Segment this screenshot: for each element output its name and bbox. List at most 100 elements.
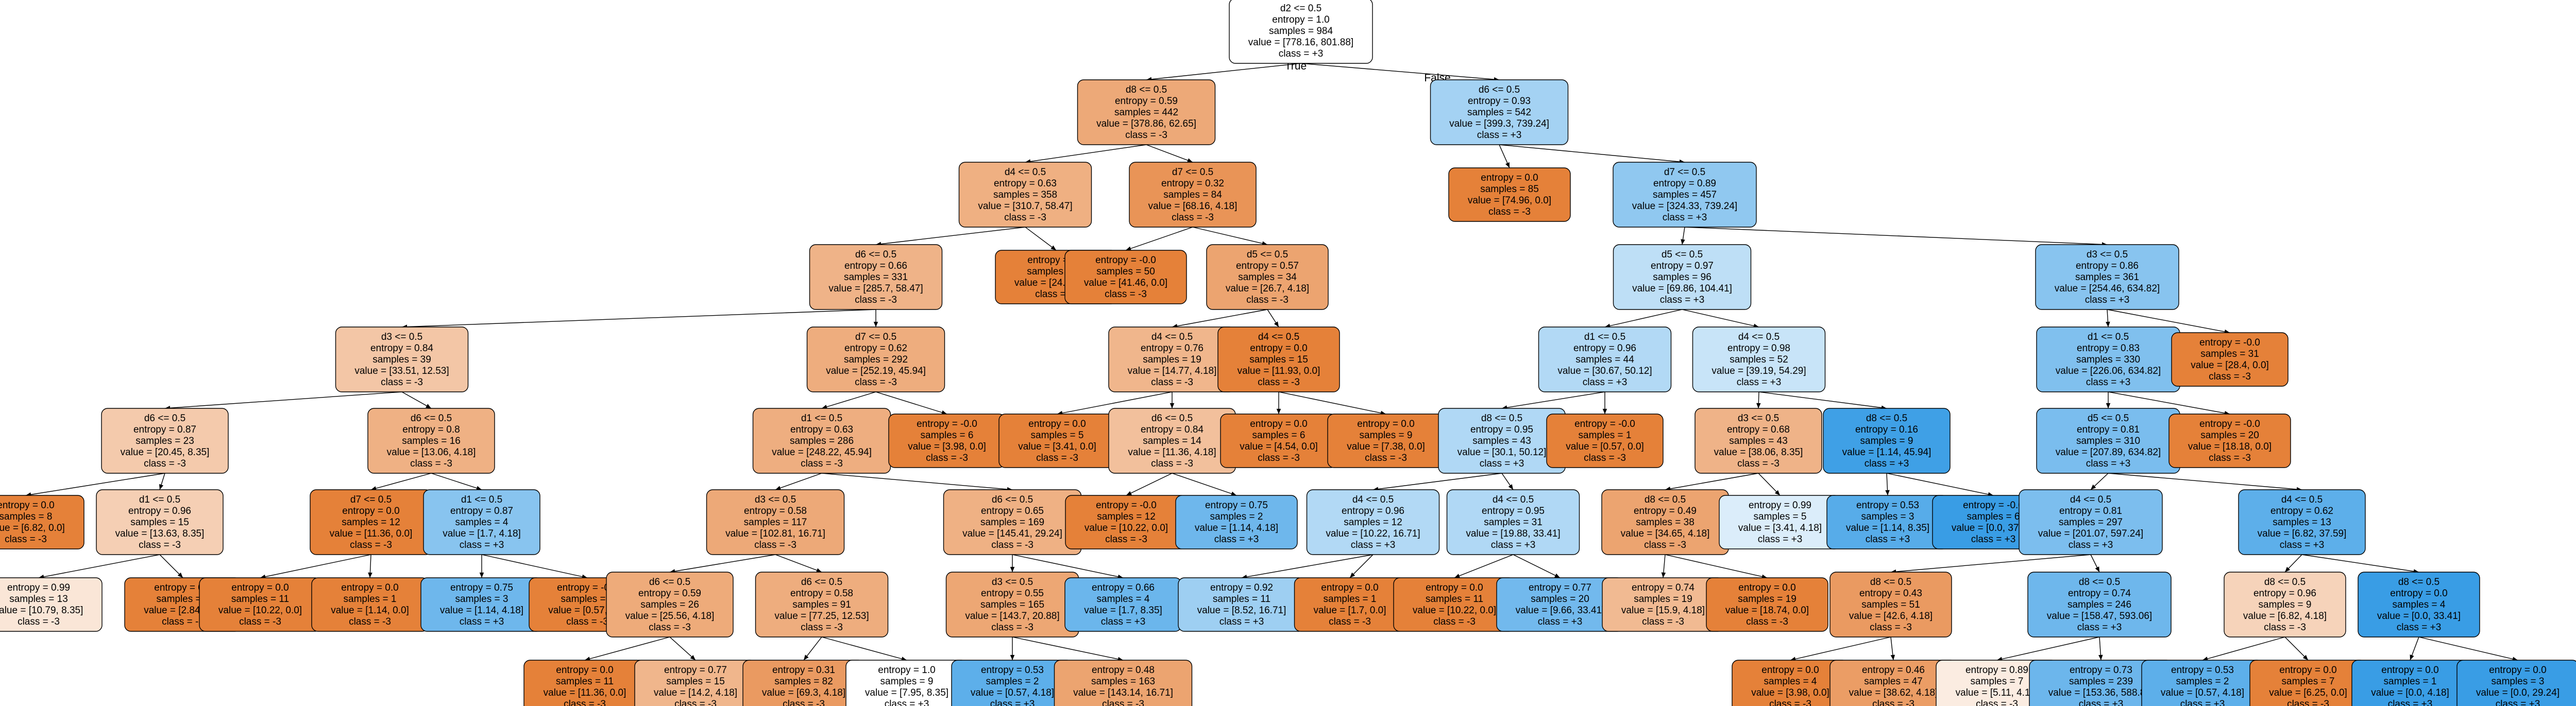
tree-node-line: d4 <= 0.5: [1493, 494, 1534, 505]
tree-node-line: d7 <= 0.5: [855, 332, 896, 342]
tree-node-line: samples = 13: [2273, 517, 2331, 528]
tree-node-line: entropy = 0.53: [1856, 500, 1919, 511]
tree-node-line: samples = 11: [556, 676, 614, 687]
tree-node-line: class = +3: [990, 699, 1035, 706]
tree-node-line: value = [3.98, 0.0]: [908, 441, 986, 452]
tree-node-line: value = [13.63, 8.35]: [115, 528, 205, 539]
tree-node-line: value = [41.46, 0.0]: [1084, 278, 1167, 288]
tree-node-line: samples = 43: [1729, 436, 1788, 446]
tree-node-line: class = +3: [1477, 130, 1522, 141]
tree-node-line: class = -3: [1105, 289, 1147, 300]
tree-node-line: class = -3: [649, 622, 691, 633]
edges-layer: [25, 63, 2518, 662]
tree-node-line: entropy = 0.16: [1855, 424, 1918, 435]
tree-node-line: entropy = -0.0: [1574, 419, 1635, 429]
tree-node-line: value = [1.14, 8.35]: [1846, 523, 1929, 533]
tree-edge-arrowhead: [426, 404, 431, 408]
tree-edge: [1604, 309, 1683, 328]
tree-node-line: d8 <= 0.5: [1481, 413, 1522, 424]
tree-node-line: d8 <= 0.5: [1866, 413, 1907, 424]
tree-node-line: samples = 246: [2067, 599, 2131, 610]
tree-node-line: entropy = 0.53: [981, 665, 1044, 676]
tree-node-line: d3 <= 0.5: [755, 494, 796, 505]
tree-node-line: samples = 310: [2076, 436, 2140, 446]
tree-node-line: entropy = 0.96: [1573, 343, 1636, 354]
tree-node-line: value = [28.4, 0.0]: [2191, 360, 2269, 371]
tree-node-line: samples = 7: [1971, 676, 2024, 687]
tree-node-line: d2 <= 0.5: [1280, 3, 1321, 14]
tree-node-line: samples = 9: [1860, 436, 1913, 446]
tree-edge-arrowhead: [1661, 572, 1666, 578]
tree-node-line: samples = 26: [640, 599, 699, 610]
tree-edge-arrowhead: [2106, 403, 2111, 408]
tree-node-line: samples = 2: [986, 676, 1039, 687]
tree-node-line: value = [6.82, 4.18]: [2243, 611, 2327, 622]
tree-node-line: samples = 984: [1269, 26, 1333, 37]
tree-node-line: samples = 542: [1467, 107, 1531, 118]
tree-node-line: class = -3: [1151, 377, 1193, 388]
tree-node-line: entropy = 0.89: [1653, 178, 1716, 189]
tree-node-line: samples = 358: [993, 190, 1057, 200]
tree-node-line: entropy = 0.0: [1761, 665, 1819, 676]
tree-node-line: samples = 85: [1480, 184, 1539, 195]
tree-edge: [2107, 309, 2230, 333]
tree-node-line: samples = 15: [666, 676, 725, 687]
tree-node-line: entropy = 0.57: [1236, 261, 1299, 271]
tree-edge: [1012, 554, 1124, 578]
tree-node-line: samples = 8: [0, 511, 52, 522]
tree-node-line: class = +3: [1480, 458, 1524, 469]
tree-node-line: class = -3: [801, 458, 843, 469]
tree-node-line: d8 <= 0.5: [1870, 577, 1911, 588]
tree-node-line: entropy = 0.0: [1481, 173, 1538, 183]
tree-node-box: [2238, 489, 2366, 555]
tree-node-line: class = +3: [1101, 616, 1146, 627]
tree-edge-arrowhead: [775, 486, 781, 490]
tree-node-box: [2358, 572, 2480, 638]
tree-edge-arrowhead: [1231, 491, 1236, 496]
tree-edge-arrowhead: [1602, 408, 1607, 414]
tree-node-line: samples = 47: [1864, 676, 1923, 687]
tree-node-line: value = [324.33, 739.24]: [1632, 201, 1737, 212]
tree-node-line: entropy = 0.87: [133, 424, 196, 435]
tree-node-line: entropy = 0.0: [342, 506, 399, 516]
tree-node-line: class = -3: [1125, 130, 1167, 141]
tree-node-line: class = -3: [1746, 616, 1788, 627]
tree-node-line: samples = 91: [792, 599, 851, 610]
tree-edge-arrowhead: [873, 321, 878, 327]
tree-node-line: samples = 14: [1143, 436, 1201, 446]
tree-edge: [2418, 636, 2518, 661]
tree-node-box: [1229, 0, 1373, 64]
tree-node-line: samples = 331: [844, 272, 908, 283]
tree-node-line: value = [25.56, 4.18]: [625, 611, 715, 622]
tree-node-line: entropy = 0.53: [2171, 665, 2234, 676]
tree-node-line: samples = 11: [1426, 594, 1483, 605]
tree-node-line: class = +3: [1351, 540, 1396, 550]
tree-edge-arrowhead: [368, 572, 372, 578]
tree-edge-arrowhead: [1010, 566, 1015, 572]
tree-node-line: class = +3: [460, 616, 504, 627]
tree-edge-arrowhead: [1276, 408, 1281, 414]
tree-node-line: entropy = 0.43: [1859, 588, 1922, 599]
tree-edge: [1172, 309, 1268, 328]
tree-node-line: class = -3: [1870, 622, 1912, 633]
tree-edge: [1057, 391, 1173, 415]
tree-node-line: samples = 52: [1730, 354, 1788, 365]
tree-node-line: samples = 297: [2059, 517, 2123, 528]
tree-node-line: samples = 4: [1097, 594, 1150, 605]
tree-edge: [1886, 473, 1994, 496]
